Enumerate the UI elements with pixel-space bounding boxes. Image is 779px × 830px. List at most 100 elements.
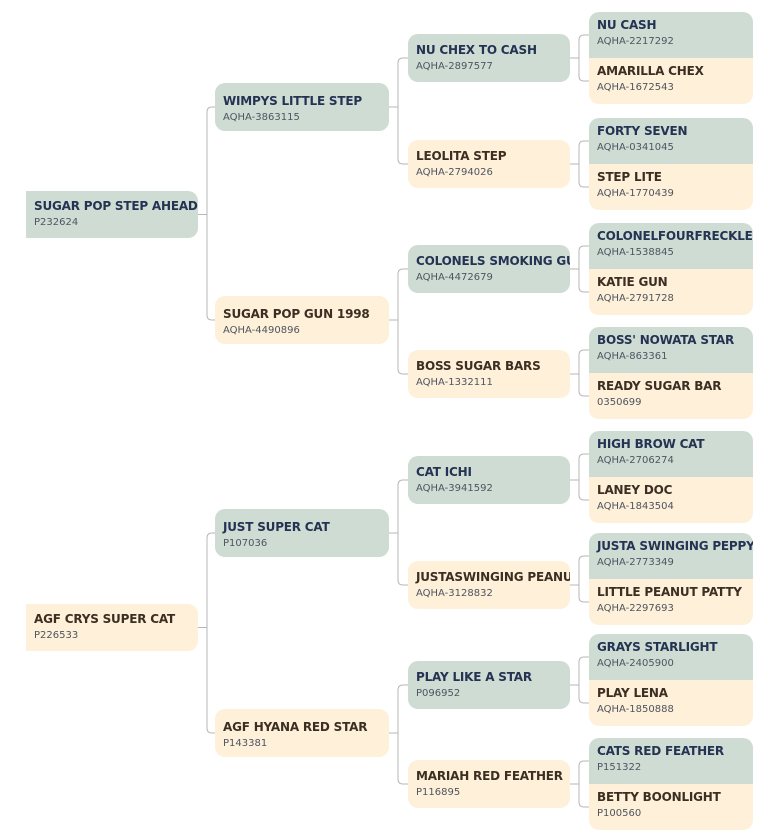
- horse-registration: AQHA-2297693: [597, 603, 674, 614]
- connector-bracket-12: [578, 656, 589, 704]
- horse-card-dam[interactable]: AGF HYANA RED STAR P143381: [215, 709, 389, 757]
- horse-name: BOSS SUGAR BARS: [416, 359, 541, 373]
- horse-name: WIMPYS LITTLE STEP: [223, 94, 362, 108]
- horse-card-great-grandsire[interactable]: HIGH BROW CAT AQHA-2706274: [589, 431, 753, 477]
- horse-name: JUSTA SWINGING PEPPY: [597, 539, 753, 553]
- horse-registration: P226533: [34, 630, 79, 641]
- horse-name: JUST SUPER CAT: [223, 520, 330, 534]
- horse-card-great-grandsire[interactable]: NU CASH AQHA-2217292: [589, 12, 753, 58]
- horse-name: HIGH BROW CAT: [597, 437, 705, 451]
- horse-name: AGF CRYS SUPER CAT: [34, 612, 175, 626]
- horse-registration: P151322: [597, 762, 642, 773]
- horse-card-granddam[interactable]: BOSS SUGAR BARS AQHA-1332111: [408, 350, 570, 398]
- horse-card-great-granddam[interactable]: PLAY LENA AQHA-1850888: [589, 680, 753, 726]
- horse-name: AMARILLA CHEX: [597, 64, 704, 78]
- horse-name: PLAY LENA: [597, 686, 668, 700]
- horse-card-subject-1[interactable]: SUGAR POP STEP AHEAD P232624: [26, 191, 198, 238]
- horse-name: GRAYS STARLIGHT: [597, 640, 718, 654]
- horse-name: NU CHEX TO CASH: [416, 43, 537, 57]
- horse-name: LITTLE PEANUT PATTY: [597, 585, 742, 599]
- horse-name: FORTY SEVEN: [597, 124, 688, 138]
- connector-bracket-13: [578, 760, 589, 808]
- horse-card-grandsire[interactable]: CAT ICHI AQHA-3941592: [408, 456, 570, 504]
- horse-card-subject-2[interactable]: AGF CRYS SUPER CAT P226533: [26, 604, 198, 651]
- horse-registration: AQHA-1538845: [597, 247, 674, 258]
- horse-name: LEOLITA STEP: [416, 149, 507, 163]
- horse-registration: 0350699: [597, 397, 642, 408]
- horse-registration: AQHA-4472679: [416, 272, 493, 283]
- horse-registration: AQHA-0341045: [597, 142, 674, 153]
- horse-registration: AQHA-3863115: [223, 112, 300, 123]
- horse-name: BOSS' NOWATA STAR: [597, 333, 734, 347]
- horse-card-granddam[interactable]: LEOLITA STEP AQHA-2794026: [408, 140, 570, 188]
- horse-card-great-granddam[interactable]: BETTY BOONLIGHT P100560: [589, 784, 753, 830]
- connector-bracket-10: [578, 453, 589, 501]
- connector-bracket-4: [397, 479, 408, 586]
- horse-registration: AQHA-1672543: [597, 82, 674, 93]
- horse-registration: AQHA-3128832: [416, 588, 493, 599]
- horse-registration: AQHA-2405900: [597, 658, 674, 669]
- horse-name: COLONELS SMOKING GUN: [416, 254, 570, 268]
- horse-name: CAT ICHI: [416, 465, 472, 479]
- horse-registration: P116895: [416, 787, 461, 798]
- horse-card-grandsire[interactable]: NU CHEX TO CASH AQHA-2897577: [408, 34, 570, 82]
- connector-bracket-6: [578, 34, 589, 82]
- horse-card-great-granddam[interactable]: AMARILLA CHEX AQHA-1672543: [589, 58, 753, 104]
- horse-name: MARIAH RED FEATHER: [416, 769, 563, 783]
- horse-card-dam[interactable]: SUGAR POP GUN 1998 AQHA-4490896: [215, 296, 389, 344]
- horse-card-great-grandsire[interactable]: COLONELFOURFRECKLE AQHA-1538845: [589, 223, 753, 269]
- horse-name: KATIE GUN: [597, 275, 668, 289]
- horse-registration: P107036: [223, 538, 268, 549]
- horse-card-great-granddam[interactable]: LANEY DOC AQHA-1843504: [589, 477, 753, 523]
- horse-registration: AQHA-1850888: [597, 704, 674, 715]
- horse-card-grandsire[interactable]: COLONELS SMOKING GUN AQHA-4472679: [408, 245, 570, 293]
- horse-card-great-granddam[interactable]: READY SUGAR BAR 0350699: [589, 373, 753, 419]
- horse-name: AGF HYANA RED STAR: [223, 720, 368, 734]
- horse-name: PLAY LIKE A STAR: [416, 670, 532, 684]
- horse-registration: P096952: [416, 688, 461, 699]
- connector-bracket-2: [397, 57, 408, 165]
- horse-name: STEP LITE: [597, 170, 662, 184]
- horse-card-great-grandsire[interactable]: JUSTA SWINGING PEPPY AQHA-2773349: [589, 533, 753, 579]
- horse-name: SUGAR POP STEP AHEAD: [34, 199, 198, 213]
- horse-name: CATS RED FEATHER: [597, 744, 724, 758]
- horse-registration: AQHA-4490896: [223, 325, 300, 336]
- horse-name: LANEY DOC: [597, 483, 673, 497]
- horse-card-great-granddam[interactable]: STEP LITE AQHA-1770439: [589, 164, 753, 210]
- horse-card-granddam[interactable]: MARIAH RED FEATHER P116895: [408, 760, 570, 808]
- connector-bracket-0: [206, 106, 215, 321]
- horse-name: BETTY BOONLIGHT: [597, 790, 721, 804]
- connector-bracket-7: [578, 140, 589, 188]
- horse-registration: AQHA-2794026: [416, 167, 493, 178]
- horse-card-great-grandsire[interactable]: CATS RED FEATHER P151322: [589, 738, 753, 784]
- horse-name: JUSTASWINGING PEANUT: [416, 570, 570, 584]
- horse-registration: AQHA-1332111: [416, 377, 493, 388]
- connector-bracket-9: [578, 349, 589, 397]
- horse-registration: AQHA-1770439: [597, 188, 674, 199]
- horse-registration: P143381: [223, 738, 268, 749]
- connector-bracket-8: [578, 245, 589, 293]
- horse-card-great-grandsire[interactable]: GRAYS STARLIGHT AQHA-2405900: [589, 634, 753, 680]
- horse-name: NU CASH: [597, 18, 657, 32]
- horse-registration: AQHA-2791728: [597, 293, 674, 304]
- horse-card-great-granddam[interactable]: KATIE GUN AQHA-2791728: [589, 269, 753, 315]
- horse-card-great-grandsire[interactable]: FORTY SEVEN AQHA-0341045: [589, 118, 753, 164]
- horse-registration: AQHA-2217292: [597, 36, 674, 47]
- horse-registration: AQHA-2897577: [416, 61, 493, 72]
- horse-registration: P100560: [597, 808, 642, 819]
- connector-bracket-11: [578, 555, 589, 603]
- horse-name: COLONELFOURFRECKLE: [597, 229, 753, 243]
- horse-card-sire[interactable]: WIMPYS LITTLE STEP AQHA-3863115: [215, 83, 389, 131]
- connector-bracket-1: [206, 532, 215, 734]
- horse-card-grandsire[interactable]: PLAY LIKE A STAR P096952: [408, 661, 570, 709]
- connector-bracket-3: [397, 268, 408, 375]
- connector-bracket-5: [397, 684, 408, 785]
- horse-registration: AQHA-3941592: [416, 483, 493, 494]
- horse-registration: AQHA-863361: [597, 351, 668, 362]
- horse-card-granddam[interactable]: JUSTASWINGING PEANUT AQHA-3128832: [408, 561, 570, 609]
- horse-name: READY SUGAR BAR: [597, 379, 722, 393]
- horse-card-sire[interactable]: JUST SUPER CAT P107036: [215, 509, 389, 557]
- horse-card-great-grandsire[interactable]: BOSS' NOWATA STAR AQHA-863361: [589, 327, 753, 373]
- horse-card-great-granddam[interactable]: LITTLE PEANUT PATTY AQHA-2297693: [589, 579, 753, 625]
